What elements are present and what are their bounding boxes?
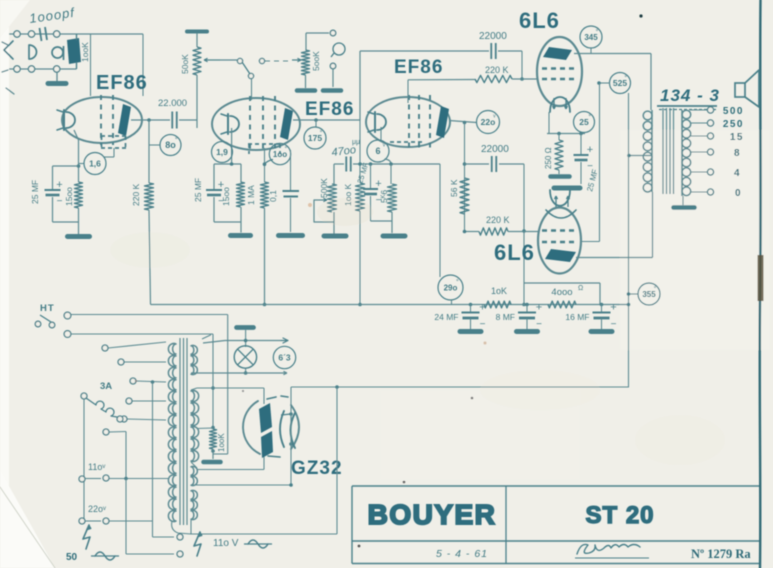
- svg-text:250: 250: [723, 119, 744, 130]
- svg-text:1,9: 1,9: [216, 147, 228, 157]
- svg-text:°: °: [624, 74, 627, 82]
- svg-text:°: °: [284, 145, 287, 153]
- svg-text:1 MA: 1 MA: [246, 185, 256, 205]
- svg-text:6: 6: [375, 146, 380, 156]
- svg-text:HT: HT: [40, 303, 55, 314]
- svg-text:1,6: 1,6: [89, 159, 101, 169]
- svg-text:−: −: [480, 319, 486, 330]
- svg-text:22oᵛ: 22oᵛ: [88, 504, 106, 514]
- svg-text:EF86: EF86: [305, 99, 354, 120]
- svg-text:25 MF: 25 MF: [30, 180, 40, 204]
- svg-text:22000: 22000: [481, 144, 509, 155]
- svg-text:°: °: [456, 278, 459, 286]
- svg-text:+: +: [56, 179, 62, 191]
- svg-text:+: +: [610, 302, 616, 314]
- svg-text:4ooo: 4ooo: [551, 287, 572, 298]
- svg-text:5 - 4 - 61: 5 - 4 - 61: [436, 548, 488, 560]
- svg-text:1oo K: 1oo K: [343, 183, 353, 206]
- svg-text:56 K: 56 K: [449, 179, 459, 197]
- svg-text:6´3: 6´3: [278, 353, 291, 363]
- svg-text:°: °: [175, 136, 178, 144]
- svg-text:6L6: 6L6: [494, 240, 535, 265]
- svg-text:EF86: EF86: [96, 72, 148, 94]
- svg-text:22.000: 22.000: [158, 98, 187, 109]
- svg-text:ST 20: ST 20: [585, 502, 654, 529]
- svg-text:+: +: [375, 178, 381, 190]
- svg-text:−: −: [611, 319, 617, 330]
- svg-text:°: °: [320, 129, 323, 137]
- svg-text:−: −: [536, 319, 542, 330]
- svg-text:5ooK: 5ooK: [311, 51, 321, 71]
- svg-text:220 K: 220 K: [486, 215, 510, 225]
- svg-text:GZ32: GZ32: [291, 458, 343, 479]
- svg-text:15: 15: [730, 132, 744, 143]
- svg-text:BOUYER: BOUYER: [368, 499, 497, 530]
- svg-text:16 MF: 16 MF: [565, 312, 589, 322]
- svg-text:°: °: [596, 28, 599, 36]
- svg-text:500: 500: [723, 106, 744, 117]
- svg-text:250 Ω: 250 Ω: [544, 147, 553, 169]
- svg-text:134 - 3: 134 - 3: [660, 86, 720, 105]
- svg-text:11o V: 11o V: [213, 538, 239, 549]
- svg-text:50oK: 50oK: [180, 54, 190, 74]
- svg-text:+: +: [587, 144, 593, 156]
- svg-text:4: 4: [734, 168, 741, 179]
- svg-text:+: +: [536, 302, 542, 314]
- svg-text:8 MF: 8 MF: [496, 312, 515, 322]
- svg-text:−: −: [57, 196, 63, 207]
- svg-text:15oo: 15oo: [221, 187, 231, 206]
- svg-text:22000: 22000: [479, 31, 507, 42]
- svg-text:EF86: EF86: [394, 57, 443, 78]
- svg-text:μμ: μμ: [352, 139, 360, 146]
- svg-text:Ω: Ω: [578, 285, 583, 292]
- svg-text:8: 8: [734, 148, 741, 159]
- svg-text:25 MF: 25 MF: [193, 178, 203, 202]
- svg-text:0: 0: [735, 188, 742, 199]
- svg-text:1ooK: 1ooK: [80, 42, 90, 62]
- svg-text:220 K: 220 K: [131, 183, 141, 206]
- svg-text:6L6: 6L6: [519, 8, 560, 33]
- svg-text:+: +: [479, 302, 485, 314]
- svg-text:°: °: [588, 113, 591, 121]
- svg-text:0,1: 0,1: [268, 190, 278, 202]
- svg-text:°: °: [654, 285, 657, 293]
- svg-text:Nº 1279 Ra: Nº 1279 Ra: [691, 547, 751, 561]
- svg-text:11oᵛ: 11oᵛ: [88, 462, 105, 472]
- svg-text:50: 50: [66, 552, 78, 563]
- svg-text:1oK: 1oK: [491, 286, 507, 296]
- svg-text:220 K: 220 K: [485, 65, 509, 75]
- svg-text:24 MF: 24 MF: [434, 312, 458, 322]
- svg-text:1ooK: 1ooK: [217, 433, 226, 452]
- svg-text:15oo: 15oo: [64, 187, 74, 206]
- svg-text:3A: 3A: [100, 381, 112, 392]
